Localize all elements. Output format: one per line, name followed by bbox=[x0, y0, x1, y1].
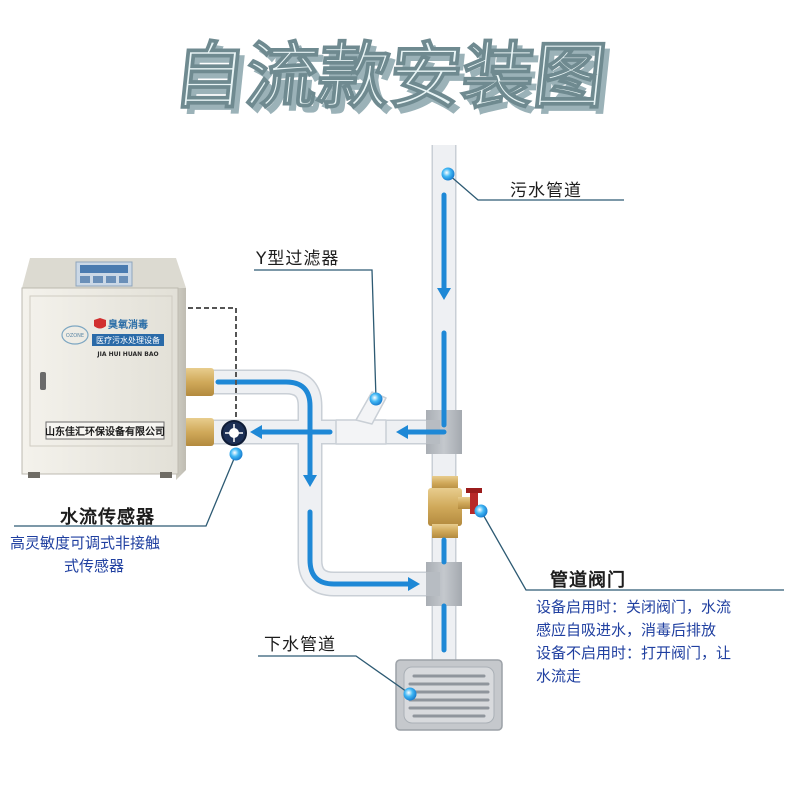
device-badge: 臭氧消毒 bbox=[108, 318, 148, 331]
arrow-down-1 bbox=[437, 288, 451, 300]
leader-y-filter bbox=[254, 269, 377, 400]
y-filter-body bbox=[335, 419, 387, 445]
label-flow-sensor: 水流传感器 bbox=[60, 507, 155, 528]
fittings bbox=[184, 368, 482, 606]
leader-valve bbox=[480, 510, 784, 591]
device-company: 山东佳汇环保设备有限公司 bbox=[45, 425, 165, 438]
valve-desc-line4: 水流走 bbox=[536, 667, 582, 685]
flow-sensor-desc-line2: 式传感器 bbox=[64, 557, 125, 575]
ozone-logo-icon bbox=[61, 325, 89, 345]
dot-drain bbox=[403, 687, 417, 701]
dot-y-filter bbox=[369, 392, 383, 406]
device-subtitle: 医疗污水处理设备 bbox=[96, 335, 160, 345]
drain-grate bbox=[395, 659, 503, 731]
valve-desc-line1: 设备启用时：关闭阀门，水流 bbox=[536, 598, 732, 616]
page-title: 自流款安装图 bbox=[170, 35, 611, 119]
dot-valve bbox=[474, 504, 488, 518]
callout-dots bbox=[229, 167, 488, 701]
flow-sensor bbox=[221, 420, 247, 446]
title-shadow: 自流款安装图 bbox=[175, 41, 616, 125]
upper-pipe-edge bbox=[205, 369, 444, 597]
leader-sewage bbox=[447, 173, 624, 201]
pipe-valve-body bbox=[428, 476, 482, 538]
arrow-right-lower bbox=[408, 577, 420, 591]
leader-sensor bbox=[14, 453, 237, 527]
flow-lines bbox=[215, 192, 447, 653]
label-y-filter: Y型过滤器 bbox=[256, 249, 340, 269]
door-handle bbox=[40, 372, 46, 390]
label-pipe-valve: 管道阀门 bbox=[550, 570, 626, 591]
label-sewage-pipe: 污水管道 bbox=[510, 181, 582, 201]
dot-sewage bbox=[441, 167, 455, 181]
label-drain-pipe: 下水管道 bbox=[264, 635, 336, 655]
flow-upper-down bbox=[307, 509, 411, 587]
shield-icon bbox=[94, 318, 106, 329]
upper-pipe bbox=[205, 371, 444, 595]
leader-lines bbox=[14, 173, 784, 695]
arrow-down-upper bbox=[303, 475, 317, 487]
inlet-coupling-upper bbox=[184, 368, 214, 396]
arrow-left-2 bbox=[250, 425, 262, 439]
flow-arrowheads bbox=[250, 288, 451, 591]
flow-upper-right bbox=[215, 379, 313, 478]
valve-desc-line3: 设备不启用时：打开阀门，让 bbox=[536, 644, 732, 662]
inlet-coupling-lower bbox=[184, 418, 214, 446]
sensor-wire bbox=[180, 307, 237, 420]
ozone-logo-text: OZONE bbox=[66, 333, 84, 339]
title-group: 自流款安装图 自流款安装图 bbox=[169, 34, 616, 125]
leader-drain bbox=[258, 655, 411, 695]
flow-sensor-desc-line1: 高灵敏度可调式非接触 bbox=[10, 534, 161, 552]
arrow-left-1 bbox=[396, 425, 408, 439]
dot-sensor bbox=[229, 447, 243, 461]
valve-desc-line2: 感应自吸进水，消毒后排放 bbox=[536, 621, 717, 639]
device-pinyin: JIA HUI HUAN BAO bbox=[96, 351, 158, 358]
control-panel bbox=[75, 261, 133, 287]
treatment-cabinet: OZONE 臭氧消毒 医疗污水处理设备 JIA HUI HUAN BAO 山东佳… bbox=[21, 258, 237, 480]
